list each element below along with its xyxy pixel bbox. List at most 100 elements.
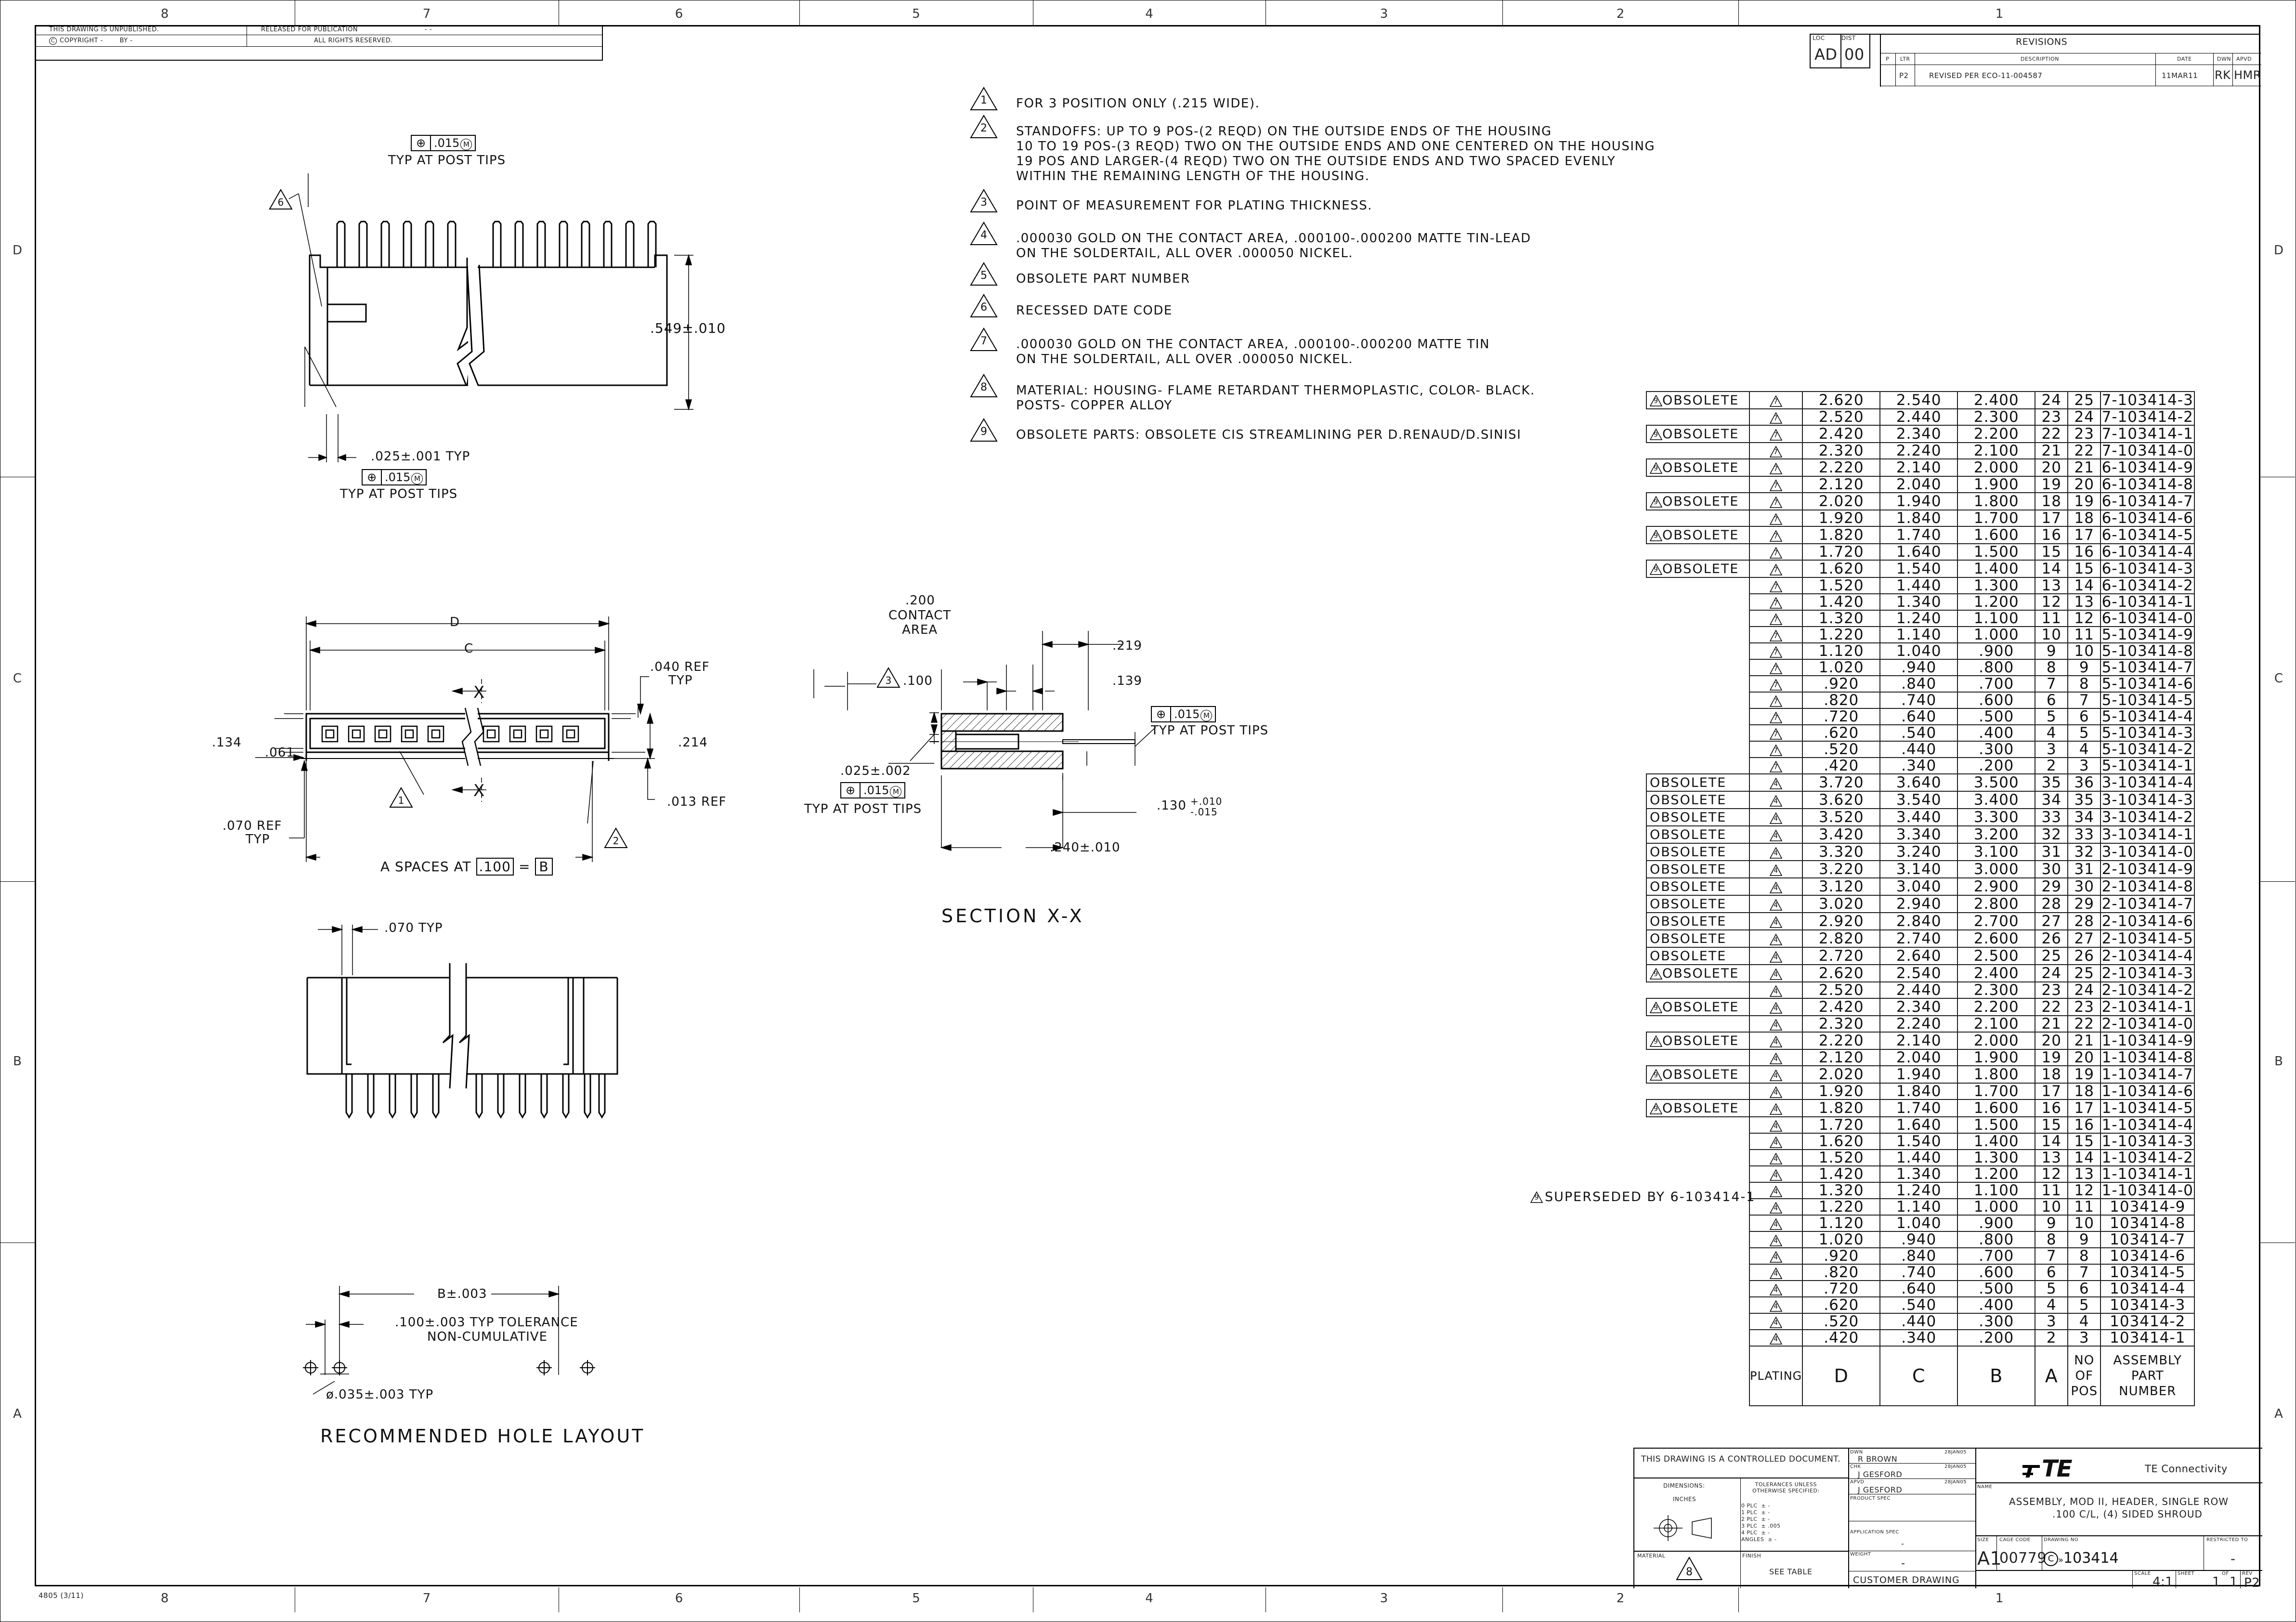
hole-b-dim: B±.003 <box>437 1287 487 1301</box>
table-cell-pos: 5 <box>2067 724 2101 742</box>
plating-note-flag: 4 <box>1770 1251 1783 1263</box>
table-cell-d: 2.220 <box>1802 458 1881 477</box>
table-cell-c: 1.040 <box>1879 642 1958 660</box>
zone-marker: 6 <box>675 1591 683 1606</box>
table-cell-a: 8 <box>2035 659 2069 676</box>
status-text: OBSOLETE <box>1662 966 1739 981</box>
table-cell-c: 1.640 <box>1879 1116 1958 1134</box>
plating-note-flag: 4 <box>1770 1300 1783 1312</box>
table-cell-part: 6-103414-1 <box>2100 593 2195 611</box>
table-cell-pos: 33 <box>2067 825 2101 844</box>
table-cell-d: 2.420 <box>1802 425 1881 443</box>
note-text-6: RECESSED DATE CODE <box>1016 303 1173 318</box>
plating-cell: 7 <box>1748 510 1803 527</box>
table-cell-b: 1.600 <box>1957 1099 2036 1117</box>
table-cell-a: 24 <box>2035 391 2069 409</box>
table-cell-c: .840 <box>1879 1247 1958 1265</box>
table-cell-b: 1.000 <box>1957 1198 2036 1216</box>
table-cell-part: 5-103414-9 <box>2100 626 2195 643</box>
zone-tick <box>1502 0 1503 25</box>
table-cell-part: 103414-2 <box>2100 1313 2195 1330</box>
zone-marker: 4 <box>1145 7 1153 21</box>
table-cell-a: 31 <box>2035 843 2069 861</box>
front-view-pin <box>562 1074 570 1119</box>
status-text: OBSOLETE <box>1662 528 1739 543</box>
table-cell-part: 1-103414-9 <box>2100 1032 2195 1050</box>
plating-cell: 4 <box>1748 773 1803 792</box>
obsolete-note-flag: 9 <box>1650 968 1662 980</box>
tb-controlled: THIS DRAWING IS A CONTROLLED DOCUMENT. <box>1641 1454 1841 1464</box>
obsolete-note-flag: 9 <box>1650 496 1662 508</box>
rev-header-dwn: DWN <box>2217 56 2231 62</box>
status-text: OBSOLETE <box>1662 427 1739 442</box>
status-cell: OBSOLETE <box>1646 912 1750 930</box>
table-cell-pos: 4 <box>2067 741 2101 758</box>
status-text: OBSOLETE <box>1650 775 1727 790</box>
status-cell <box>1646 510 1750 526</box>
plating-cell: 4 <box>1748 947 1803 965</box>
table-cell-pos: 12 <box>2067 610 2101 627</box>
table-cell-d: 2.920 <box>1802 912 1881 930</box>
table-cell-a: 15 <box>2035 1116 2069 1134</box>
table-cell-c: .340 <box>1879 1329 1958 1347</box>
side-zone-marker: A <box>13 1407 22 1421</box>
plating-cell: 4 <box>1748 1296 1803 1314</box>
table-cell-a: 26 <box>2035 929 2069 948</box>
table-cell-part: 1-103414-2 <box>2100 1149 2195 1166</box>
table-cell-d: 1.020 <box>1802 1231 1881 1248</box>
side-view-post <box>559 221 568 267</box>
table-cell-d: 1.320 <box>1802 1182 1881 1199</box>
table-cell-part: 1-103414-4 <box>2100 1116 2195 1134</box>
table-cell-a: 7 <box>2035 1247 2069 1265</box>
plating-note-number: 7 <box>1774 648 1779 656</box>
table-cell-pos: 24 <box>2067 408 2101 426</box>
table-cell-pos: 19 <box>2067 1065 2101 1084</box>
status-cell: OBSOLETE <box>1646 843 1750 861</box>
note-flag-5: 5 <box>970 262 998 286</box>
table-cell-c: .840 <box>1879 675 1958 693</box>
table-cell-b: .500 <box>1957 708 2036 725</box>
tb-signatures: DWN R BROWN 28JAN05 CHK J GESFORD 28JAN0… <box>1848 1449 1976 1588</box>
tb-dwg-label: DRAWING NO <box>2044 1537 2079 1543</box>
side-view-drawing <box>288 173 693 462</box>
plating-cell: 4 <box>1748 1065 1803 1084</box>
status-cell <box>1646 1330 1750 1346</box>
section-mmc-symbol-2: M <box>890 785 902 798</box>
plating-note-number: 4 <box>1774 936 1779 944</box>
status-cell: OBSOLETE <box>1646 929 1750 948</box>
table-cell-part: 2-103414-8 <box>2100 877 2195 896</box>
table-cell-pos: 4 <box>2067 1313 2101 1330</box>
note-number: 9 <box>980 426 987 438</box>
table-cell-c: .640 <box>1879 708 1958 725</box>
plating-note-flag: 7 <box>1770 462 1783 474</box>
front-view-pin <box>410 1074 418 1119</box>
position-symbol-icon: ⊕ <box>412 136 431 150</box>
table-cell-b: 1.900 <box>1957 1049 2036 1066</box>
status-text: OBSOLETE <box>1650 845 1727 860</box>
table-cell-d: 1.420 <box>1802 593 1881 611</box>
zone-marker: 4 <box>1145 1591 1153 1606</box>
plating-note-flag: 7 <box>1770 580 1783 592</box>
table-cell-b: .900 <box>1957 642 2036 660</box>
revisions-table: REVISIONS P LTR DESCRIPTION DATE DWN APV… <box>1880 34 2261 87</box>
table-cell-part: 6-103414-7 <box>2100 492 2195 510</box>
table-cell-pos: 14 <box>2067 577 2101 594</box>
side-zone-marker: B <box>13 1054 22 1069</box>
status-cell <box>1646 1313 1750 1330</box>
table-cell-c: 1.640 <box>1879 543 1958 561</box>
plating-note-number: 4 <box>1774 1021 1779 1029</box>
table-cell-d: .520 <box>1802 1313 1881 1330</box>
revisions-title: REVISIONS <box>2016 37 2068 47</box>
table-cell-c: 2.440 <box>1879 981 1958 999</box>
table-cell-part: 103414-9 <box>2100 1198 2195 1216</box>
table-cell-d: 2.120 <box>1802 476 1881 493</box>
